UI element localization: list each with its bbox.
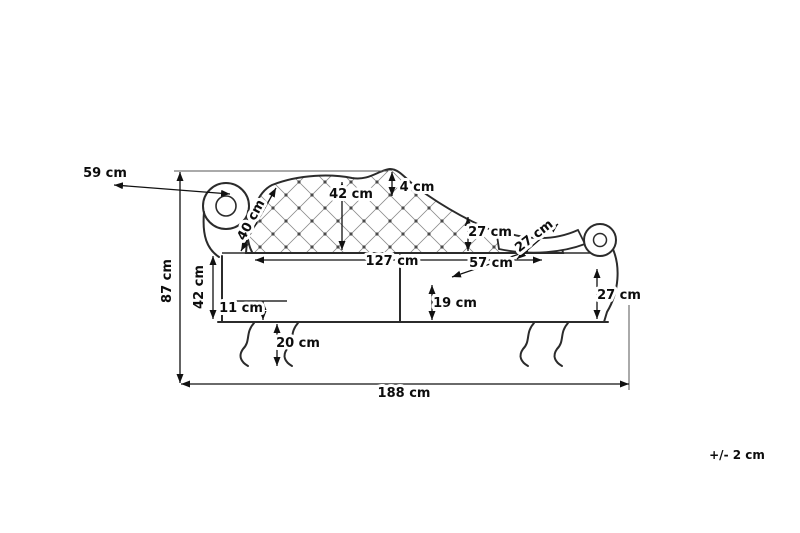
dim-label-overall-height: 87 cm: [160, 259, 175, 303]
dim-label-backrest-height: 42 cm: [329, 187, 373, 202]
dim-label-base-rail-height: 11 cm: [219, 301, 263, 316]
dimension-labels: 59 cm 40 cm 42 cm 4 cm 27 cm 27 cm 57 cm…: [80, 163, 768, 465]
sofa-leg-mid-left: [283, 322, 299, 367]
sofa-leg-front-right: [553, 322, 569, 367]
dim-line-left-arm-top: [113, 182, 231, 197]
extension-lines: [174, 170, 630, 390]
dim-label-left-side-height: 42 cm: [192, 265, 207, 309]
dim-line-seat-depth: [451, 250, 529, 278]
dim-label-seat-depth: 57 cm: [469, 256, 513, 271]
dim-label-back-hump: 4 cm: [400, 180, 435, 195]
dim-label-backrest-right-height: 27 cm: [468, 225, 512, 240]
dim-label-seat-length: 127 cm: [366, 254, 419, 269]
dim-label-overall-length: 188 cm: [378, 386, 431, 401]
dimension-lines: [113, 172, 629, 388]
sofa-leg-mid-right: [519, 322, 535, 367]
dim-line-backrest-depth: [240, 187, 277, 252]
dim-label-left-arm-top: 59 cm: [83, 166, 127, 181]
sofa-leg-front-left: [239, 322, 255, 367]
dim-label-seat-frame-height: 19 cm: [433, 296, 477, 311]
dim-label-right-arm-height: 27 cm: [597, 288, 641, 303]
right-arm-scroll-inner: [592, 232, 608, 248]
left-arm-outer-edge: [202, 211, 220, 258]
sofa-right-outer-edge: [603, 246, 619, 323]
dim-label-leg-height: 20 cm: [276, 336, 320, 351]
left-arm-scroll-inner: [215, 195, 237, 217]
tolerance-note: +/- 2 cm: [709, 448, 765, 462]
